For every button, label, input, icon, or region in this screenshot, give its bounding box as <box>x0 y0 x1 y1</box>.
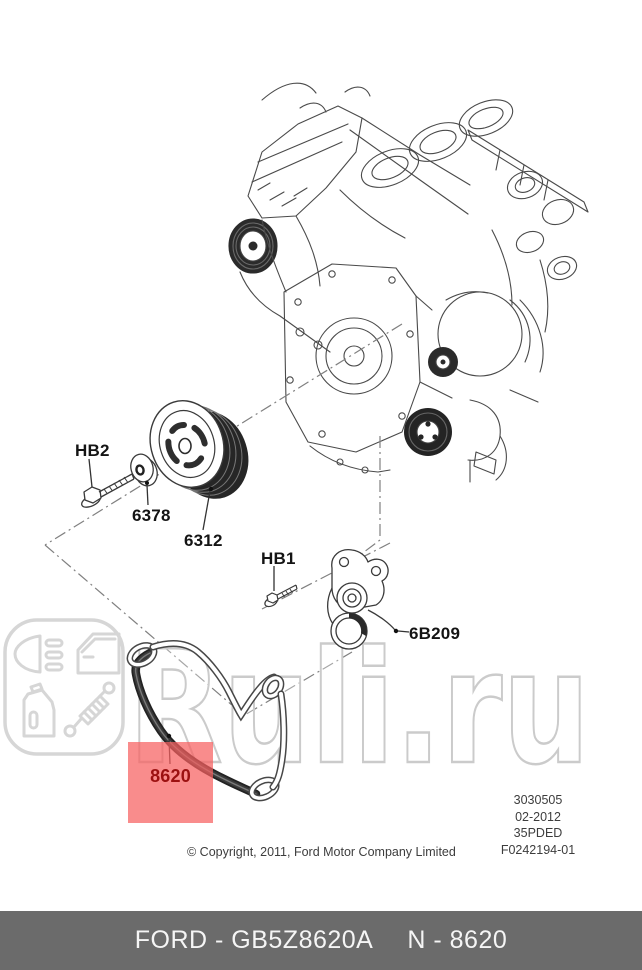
tensioner-drawing <box>326 549 396 650</box>
highlighted-part-box[interactable]: 8620 <box>128 742 213 823</box>
part-label-6312[interactable]: 6312 <box>184 531 223 550</box>
footer-part-maker-number: FORD - GB5Z8620A <box>134 926 374 954</box>
ref-line-4: F0242194-01 <box>500 842 576 857</box>
ref-line-2: 02-2012 <box>515 809 561 824</box>
part-label-8620[interactable]: 8620 <box>150 766 191 786</box>
copyright-text: © Copyright, 2011, Ford Motor Company Li… <box>187 845 456 859</box>
crank-pulley-drawing <box>149 400 249 499</box>
washer-drawing <box>130 453 158 487</box>
ref-line-3: 35PDED <box>513 826 563 840</box>
watermark: Ruli.ru <box>3 616 591 800</box>
part-label-6b209[interactable]: 6B209 <box>409 624 461 643</box>
belt-drawing <box>126 640 288 802</box>
bolt-hb1-drawing <box>264 584 298 608</box>
part-label-hb2[interactable]: HB2 <box>75 441 110 460</box>
drawing-reference-block: 3030505 02-2012 35PDED F0242194-01 <box>466 792 610 858</box>
engine-illustration <box>228 82 589 483</box>
footer-catalog-number: N - 8620 <box>407 926 508 954</box>
part-label-hb1[interactable]: HB1 <box>261 549 296 568</box>
ref-line-1: 3030505 <box>513 793 563 807</box>
footer-caption-bar: FORD - GB5Z8620A N - 8620 <box>0 911 642 970</box>
part-label-6378[interactable]: 6378 <box>132 506 171 525</box>
bolt-hb2-drawing <box>81 473 135 508</box>
watermark-logo <box>3 618 125 756</box>
